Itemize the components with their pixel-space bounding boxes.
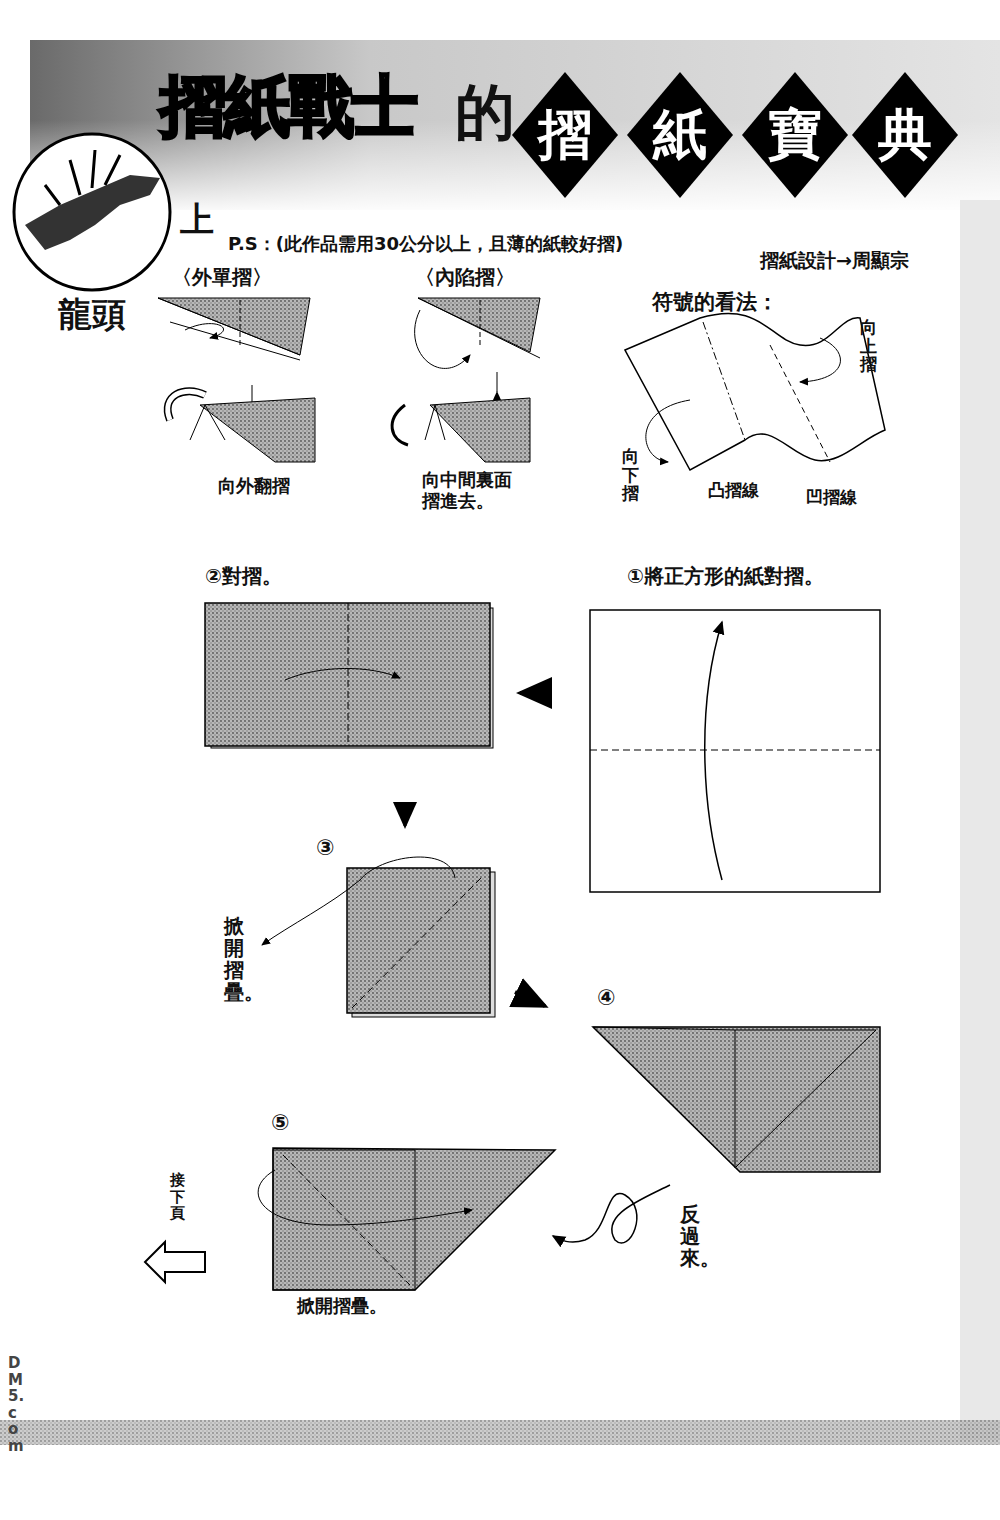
title-text: 摺紙戰士 bbox=[160, 62, 416, 152]
instruction-label: 符號的看法： bbox=[652, 290, 778, 314]
instruction-label: ⑤ bbox=[271, 1110, 290, 1135]
title-char: 典 bbox=[850, 70, 960, 200]
instruction-label: DM5.com bbox=[8, 1355, 23, 1454]
title-diamond: 典 bbox=[850, 70, 960, 200]
instruction-label: 〈外單摺〉 bbox=[172, 266, 272, 289]
instruction-label: 接下頁 bbox=[170, 1172, 185, 1222]
instruction-label: 的 bbox=[455, 78, 515, 147]
title-char: 紙 bbox=[625, 70, 735, 200]
instruction-label: ②對摺。 bbox=[205, 565, 282, 588]
instruction-label: 向外翻摺 bbox=[218, 476, 290, 497]
title-char: 摺 bbox=[510, 70, 620, 200]
instruction-label: 龍頭 bbox=[58, 295, 126, 334]
title-diamond: 摺 bbox=[510, 70, 620, 200]
instruction-label: 摺紙設計→周顯宗 bbox=[760, 250, 909, 272]
instruction-label: 向下摺 bbox=[622, 447, 639, 503]
instruction-label: 掀開摺疊。 bbox=[224, 915, 244, 1003]
instruction-label: ③ bbox=[316, 835, 335, 860]
instruction-label: 上 bbox=[180, 200, 214, 239]
instruction-label: ①將正方形的紙對摺。 bbox=[627, 565, 824, 588]
instruction-label: 凹摺線 bbox=[806, 488, 857, 508]
instruction-label: 掀開摺疊。 bbox=[297, 1296, 387, 1317]
title-char: 寶 bbox=[740, 70, 850, 200]
instruction-label: 向上摺 bbox=[860, 318, 877, 374]
instruction-label: P.S：(此作品需用30公分以上，且薄的紙較好摺) bbox=[228, 234, 623, 255]
instruction-label: ④ bbox=[597, 985, 616, 1010]
title-diamond: 寶 bbox=[740, 70, 850, 200]
instruction-label: 〈內陷摺〉 bbox=[415, 266, 515, 289]
instruction-label: 凸摺線 bbox=[708, 481, 759, 501]
title-diamond: 紙 bbox=[625, 70, 735, 200]
instruction-label: 向中間裏面摺進去。 bbox=[422, 470, 514, 511]
instruction-label: 反過來。 bbox=[680, 1203, 700, 1269]
